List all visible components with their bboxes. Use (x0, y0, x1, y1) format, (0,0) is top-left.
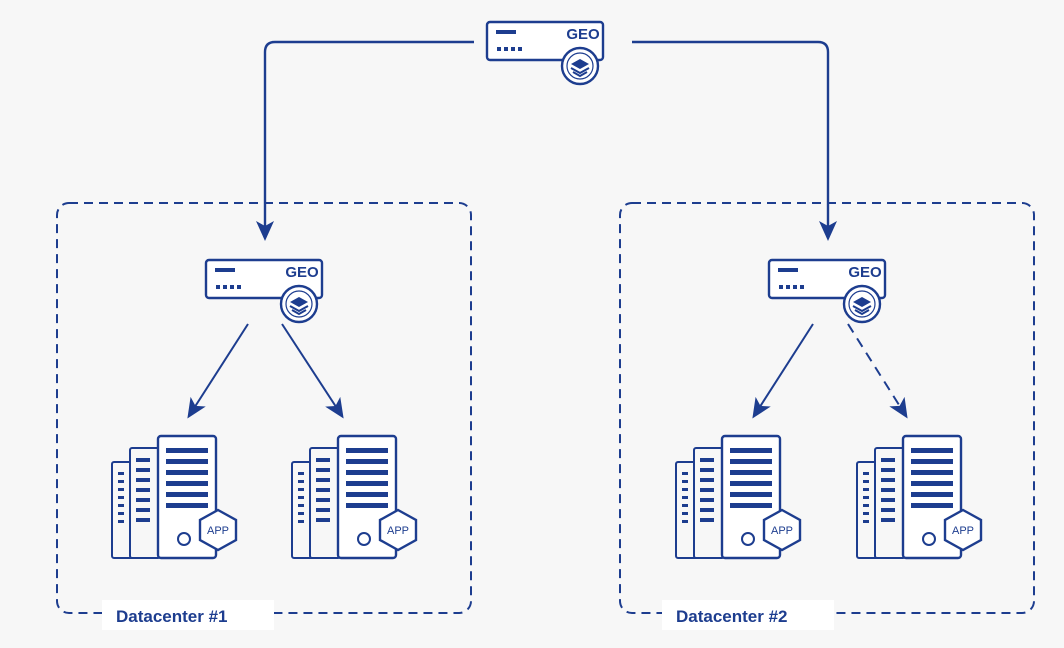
connector-global-to-dc1 (256, 40, 474, 241)
server-cluster-icon (855, 434, 983, 560)
datacenter-1-label-bg (102, 600, 274, 630)
geo-label: GEO (566, 26, 600, 43)
global-geo-balancer: GEO (485, 20, 605, 86)
app-badge: APP (207, 525, 229, 537)
server-cluster-icon (674, 434, 802, 560)
datacenter-2: Datacenter #2 GEO APP APP (619, 202, 1035, 630)
datacenter-1-server-1: APP (110, 434, 238, 560)
geo-label: GEO (848, 264, 882, 281)
server-cluster-icon (290, 434, 418, 560)
datacenter-1-label: Datacenter #1 (116, 607, 228, 626)
connector-dc2-to-server-2 (847, 323, 908, 419)
datacenter-2-geo-balancer: GEO (767, 258, 887, 324)
connector-dc2-to-server-1 (752, 323, 814, 419)
datacenter-2-server-1: APP (674, 434, 802, 560)
datacenter-2-label-bg (662, 600, 834, 630)
datacenter-2-label: Datacenter #2 (676, 607, 788, 626)
connector-dc1-to-server-1 (187, 323, 249, 419)
connector-global-to-dc2 (632, 40, 837, 241)
datacenter-1: Datacenter #1 GEO APP APP (56, 202, 472, 630)
geo-label: GEO (285, 264, 319, 281)
connector-dc1-to-server-2 (281, 323, 344, 419)
server-cluster-icon (110, 434, 238, 560)
app-badge: APP (771, 525, 793, 537)
app-badge: APP (952, 525, 974, 537)
datacenter-1-server-2: APP (290, 434, 418, 560)
datacenter-2-server-2: APP (855, 434, 983, 560)
datacenter-1-geo-balancer: GEO (204, 258, 324, 324)
app-badge: APP (387, 525, 409, 537)
